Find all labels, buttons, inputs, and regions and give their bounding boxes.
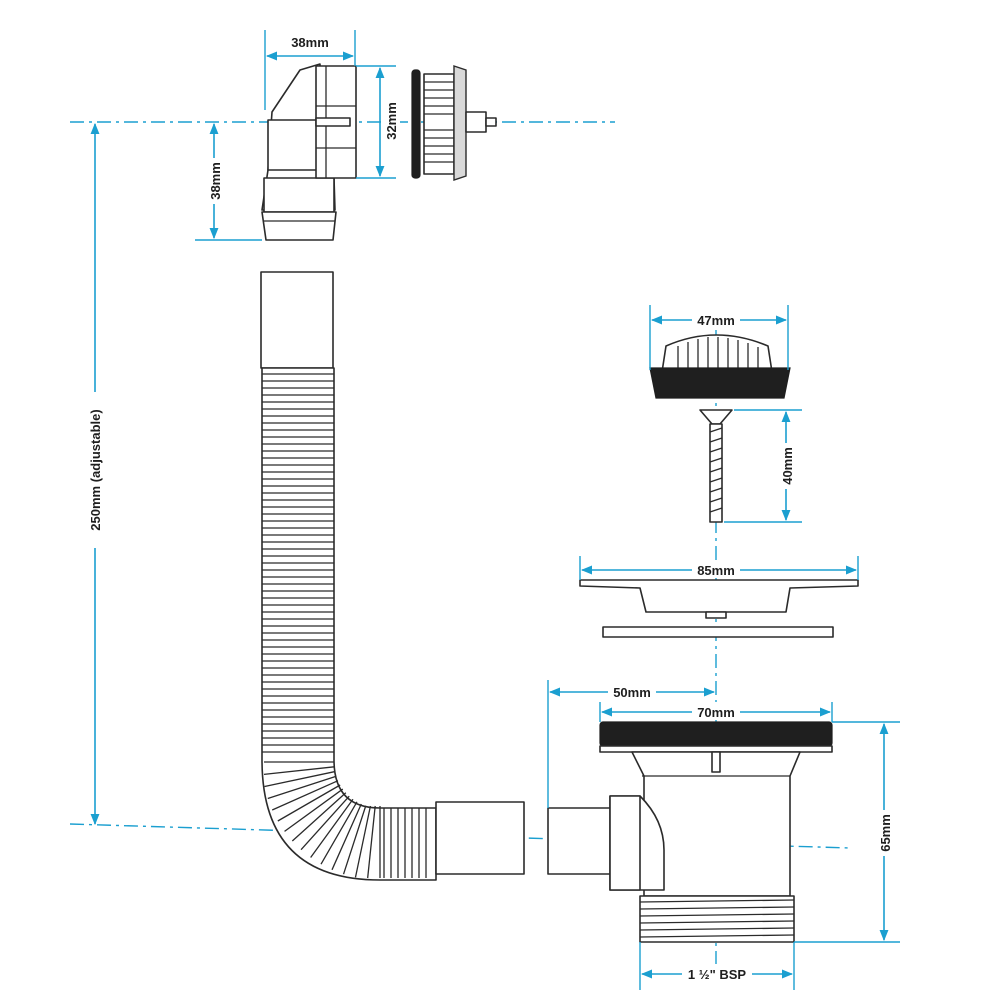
dim-overflow-elbow-width: 38mm — [291, 35, 329, 50]
overflow-outlet — [411, 65, 497, 181]
hose-rib — [291, 792, 347, 842]
dim-plug-diameter: 47mm — [697, 313, 735, 328]
hose-rib — [300, 795, 350, 851]
waste-plug — [649, 334, 791, 399]
hose-rib — [354, 805, 372, 878]
hose-rib — [264, 770, 336, 788]
flexible-hose — [260, 271, 525, 881]
dim-waste-offset: 50mm — [613, 685, 651, 700]
dim-strainer-diameter: 85mm — [697, 563, 735, 578]
dim-waste-height: 65mm — [878, 814, 893, 852]
dim-hose-length: 250mm (adjustable) — [88, 409, 103, 530]
hose-rib — [367, 805, 376, 879]
hose-rib — [271, 780, 339, 811]
strainer-plate — [579, 579, 859, 619]
body-thread — [639, 899, 795, 938]
dim-overflow-elbow-height: 38mm — [208, 162, 223, 200]
hose-rib — [320, 801, 358, 865]
screw-thread — [709, 427, 723, 513]
hose-rib — [277, 784, 341, 822]
screw — [699, 409, 733, 523]
plug-grip — [677, 337, 759, 370]
dim-overflow-outlet: 32mm — [384, 102, 399, 140]
hose-ribs — [262, 373, 427, 879]
dim-thread-size: 1 ½" BSP — [688, 967, 747, 982]
overflow-elbow — [261, 63, 357, 241]
hose-rib — [310, 798, 354, 858]
outlet-thread — [424, 81, 454, 163]
hose-rib — [331, 803, 362, 871]
dim-screw-length: 40mm — [780, 447, 795, 485]
waste-body — [547, 721, 833, 943]
dimension-annotations: 38mm 38mm 32mm 250mm (adjustable) 47mm 4… — [86, 30, 900, 990]
hose-rib — [263, 766, 335, 775]
dim-waste-flange: 70mm — [697, 705, 735, 720]
sealing-washer — [602, 626, 834, 638]
hose-rib — [342, 805, 367, 875]
hose-rib — [267, 775, 337, 800]
hose-rib — [284, 788, 344, 832]
